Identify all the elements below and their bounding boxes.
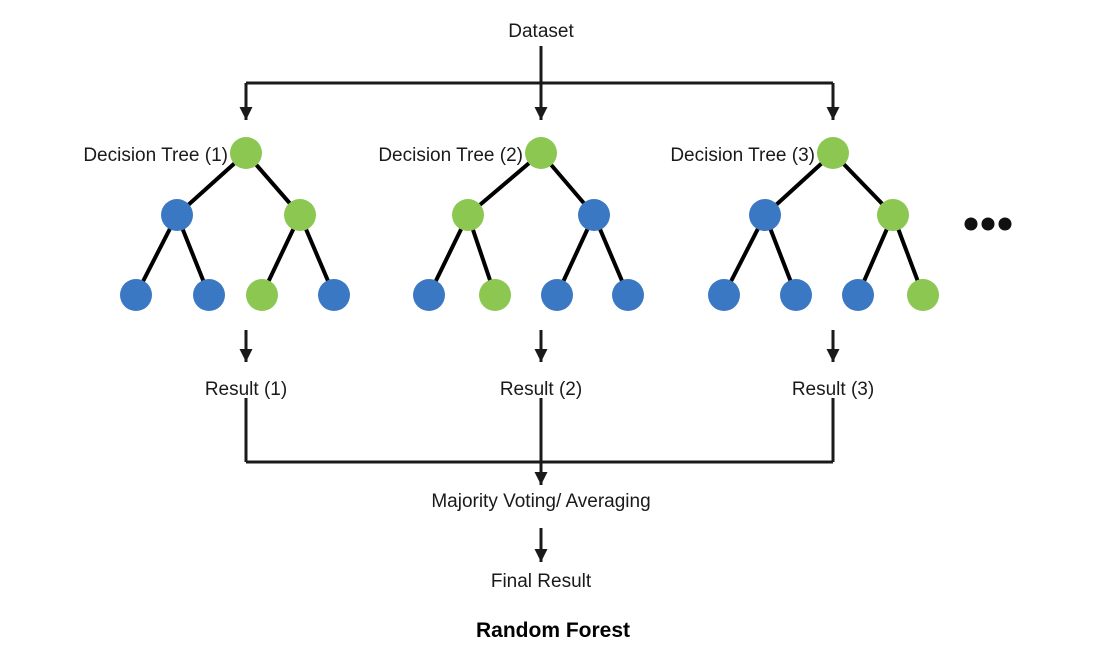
tree-label-3: Decision Tree (3) xyxy=(670,145,815,166)
result-arrow-head-1 xyxy=(239,349,253,362)
tree-2-leaf-node-1-blue xyxy=(413,279,445,311)
final-result-label: Final Result xyxy=(490,571,592,592)
tree-3-leaf-node-2-blue xyxy=(780,279,812,311)
result-label-1: Result (1) xyxy=(204,379,288,400)
tree-1-root-node-green xyxy=(230,137,262,169)
result-arrow-head-2 xyxy=(534,349,548,362)
tree-label-2: Decision Tree (2) xyxy=(378,145,523,166)
flow-arrows-layer xyxy=(239,46,840,562)
tree-1-leaf-node-4-blue xyxy=(318,279,350,311)
tree-1-branch-node-1-blue xyxy=(161,199,193,231)
final-result-arrow-head xyxy=(534,549,548,562)
ellipsis-dot-1 xyxy=(964,217,978,231)
ellipsis-dot-3 xyxy=(998,217,1012,231)
tree-3-leaf-node-3-blue xyxy=(842,279,874,311)
ellipsis-icon xyxy=(964,217,1012,231)
result-arrow-head-3 xyxy=(826,349,840,362)
tree-edges-layer xyxy=(134,151,925,296)
tree-3-leaf-node-1-blue xyxy=(708,279,740,311)
tree-2-root-node-green xyxy=(525,137,557,169)
tree-2-leaf-node-4-blue xyxy=(612,279,644,311)
tree-1-leaf-node-3-green xyxy=(246,279,278,311)
aggregation-label: Majority Voting/ Averaging xyxy=(431,491,651,512)
ellipsis-dot-2 xyxy=(981,217,995,231)
tree-2-branch-node-2-blue xyxy=(578,199,610,231)
tree-1-leaf-node-2-blue xyxy=(193,279,225,311)
tree-feed-arrow-head-2 xyxy=(534,107,548,120)
tree-2-leaf-node-2-green xyxy=(479,279,511,311)
tree-label-1: Decision Tree (1) xyxy=(83,145,228,166)
dataset-label: Dataset xyxy=(508,21,574,42)
tree-2-leaf-node-3-blue xyxy=(541,279,573,311)
diagram-title: Random Forest xyxy=(475,619,631,642)
tree-3-branch-node-1-blue xyxy=(749,199,781,231)
tree-nodes-layer xyxy=(120,137,939,311)
tree-3-root-node-green xyxy=(817,137,849,169)
tree-1-branch-node-2-green xyxy=(284,199,316,231)
tree-1-leaf-node-1-blue xyxy=(120,279,152,311)
result-label-3: Result (3) xyxy=(791,379,875,400)
tree-feed-arrow-head-3 xyxy=(826,107,840,120)
result-label-2: Result (2) xyxy=(499,379,583,400)
tree-3-branch-node-2-green xyxy=(877,199,909,231)
tree-2-branch-node-1-green xyxy=(452,199,484,231)
tree-3-leaf-node-4-green xyxy=(907,279,939,311)
aggregation-arrow-head xyxy=(534,472,548,485)
tree-feed-arrow-head-1 xyxy=(239,107,253,120)
